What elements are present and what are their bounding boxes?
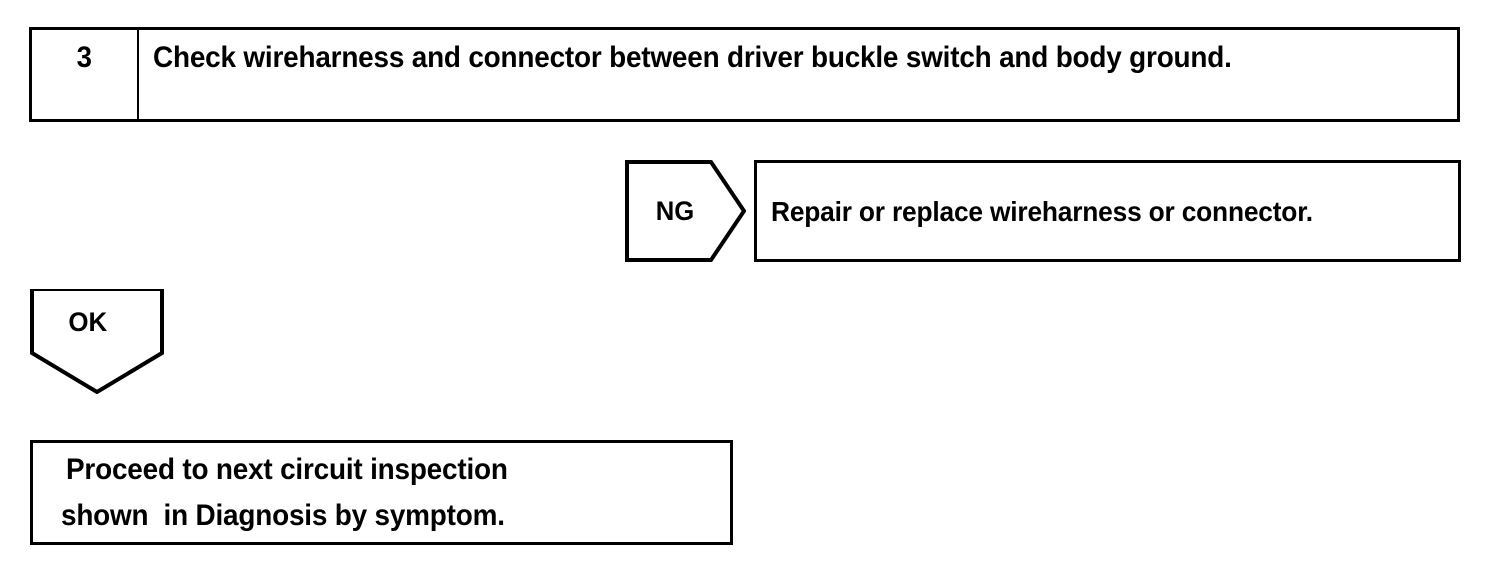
step-row: 3 Check wireharness and connector betwee… (29, 27, 1460, 122)
step-instruction-text: Check wireharness and connector between … (153, 41, 1232, 74)
final-outcome-box: Proceed to next circuit inspection shown… (30, 440, 733, 545)
step-number-cell: 3 (32, 30, 139, 119)
ok-branch-label: OK (68, 306, 108, 337)
final-outcome-line-1: Proceed to next circuit inspection (66, 453, 508, 486)
ng-branch-label: NG (655, 195, 695, 226)
step-number: 3 (76, 41, 93, 74)
ng-result-text: Repair or replace wireharness or connect… (771, 196, 1313, 227)
ok-branch-arrow-shape (30, 289, 164, 394)
ng-branch-arrow-shape (625, 160, 746, 262)
final-outcome-line-2: shown in Diagnosis by symptom. (61, 499, 505, 532)
ng-result-box: Repair or replace wireharness or connect… (754, 160, 1461, 262)
